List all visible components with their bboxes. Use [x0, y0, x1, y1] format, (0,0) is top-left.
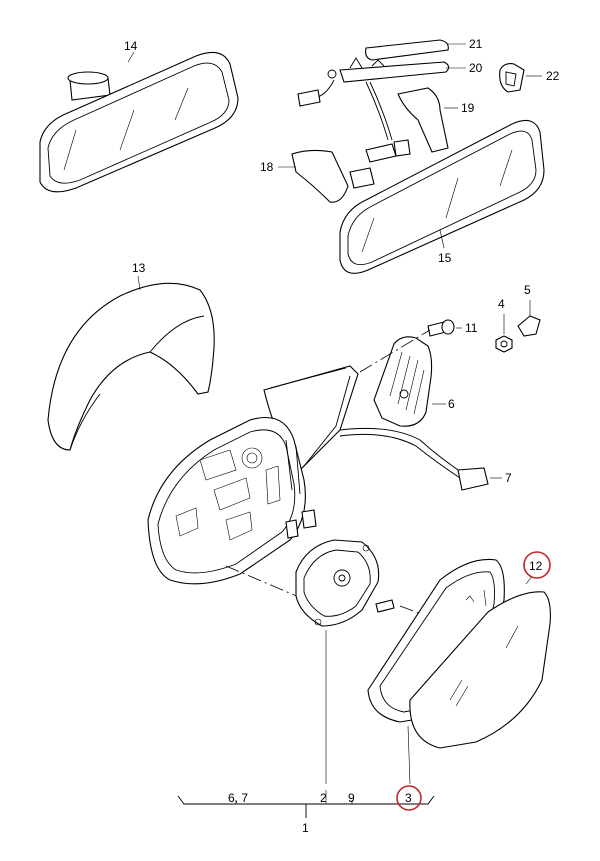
callout-14: 14 [124, 39, 138, 53]
highlight-12 [523, 551, 551, 579]
part-18-lower-cover [278, 149, 375, 203]
wiring-harness-interior [365, 81, 411, 163]
part-7-wiring-harness [339, 427, 502, 491]
mirror-housing [147, 416, 321, 607]
part-13-housing-cover [47, 275, 215, 451]
callout-21: 21 [469, 37, 483, 51]
callout-5: 5 [524, 283, 531, 297]
label-6-7: 6, 7 [228, 791, 248, 805]
label-2: 2 [320, 791, 327, 805]
callout-4: 4 [498, 297, 505, 311]
part-12-mirror-glass [409, 575, 551, 749]
part-22-clip [499, 63, 542, 93]
label-9: 9 [348, 791, 355, 805]
callout-13: 13 [132, 261, 146, 275]
part-5-clip [517, 300, 541, 337]
callout-18: 18 [260, 160, 274, 174]
part-14-interior-mirror [39, 51, 239, 193]
part-15-interior-mirror [339, 119, 545, 274]
part-11-screw [427, 319, 462, 337]
callout-6: 6 [448, 397, 455, 411]
callout-12: 12 [529, 559, 543, 573]
part-19-trim-cover [397, 87, 458, 153]
part-21-cover-clip [365, 39, 466, 61]
callout-11: 11 [465, 321, 478, 335]
callout-7: 7 [505, 471, 512, 485]
part-6-base-plate [373, 336, 446, 427]
callout-19: 19 [461, 101, 475, 115]
part-4-nut [495, 314, 513, 353]
callout-15: 15 [438, 251, 452, 265]
callout-22: 22 [546, 69, 560, 83]
callout-1: 1 [302, 821, 309, 835]
callout-20: 20 [469, 61, 483, 75]
highlight-3 [396, 785, 422, 811]
label-3: 3 [405, 791, 412, 805]
part-20-sensor-bracket [297, 57, 466, 107]
assembly-bracket [177, 790, 435, 818]
